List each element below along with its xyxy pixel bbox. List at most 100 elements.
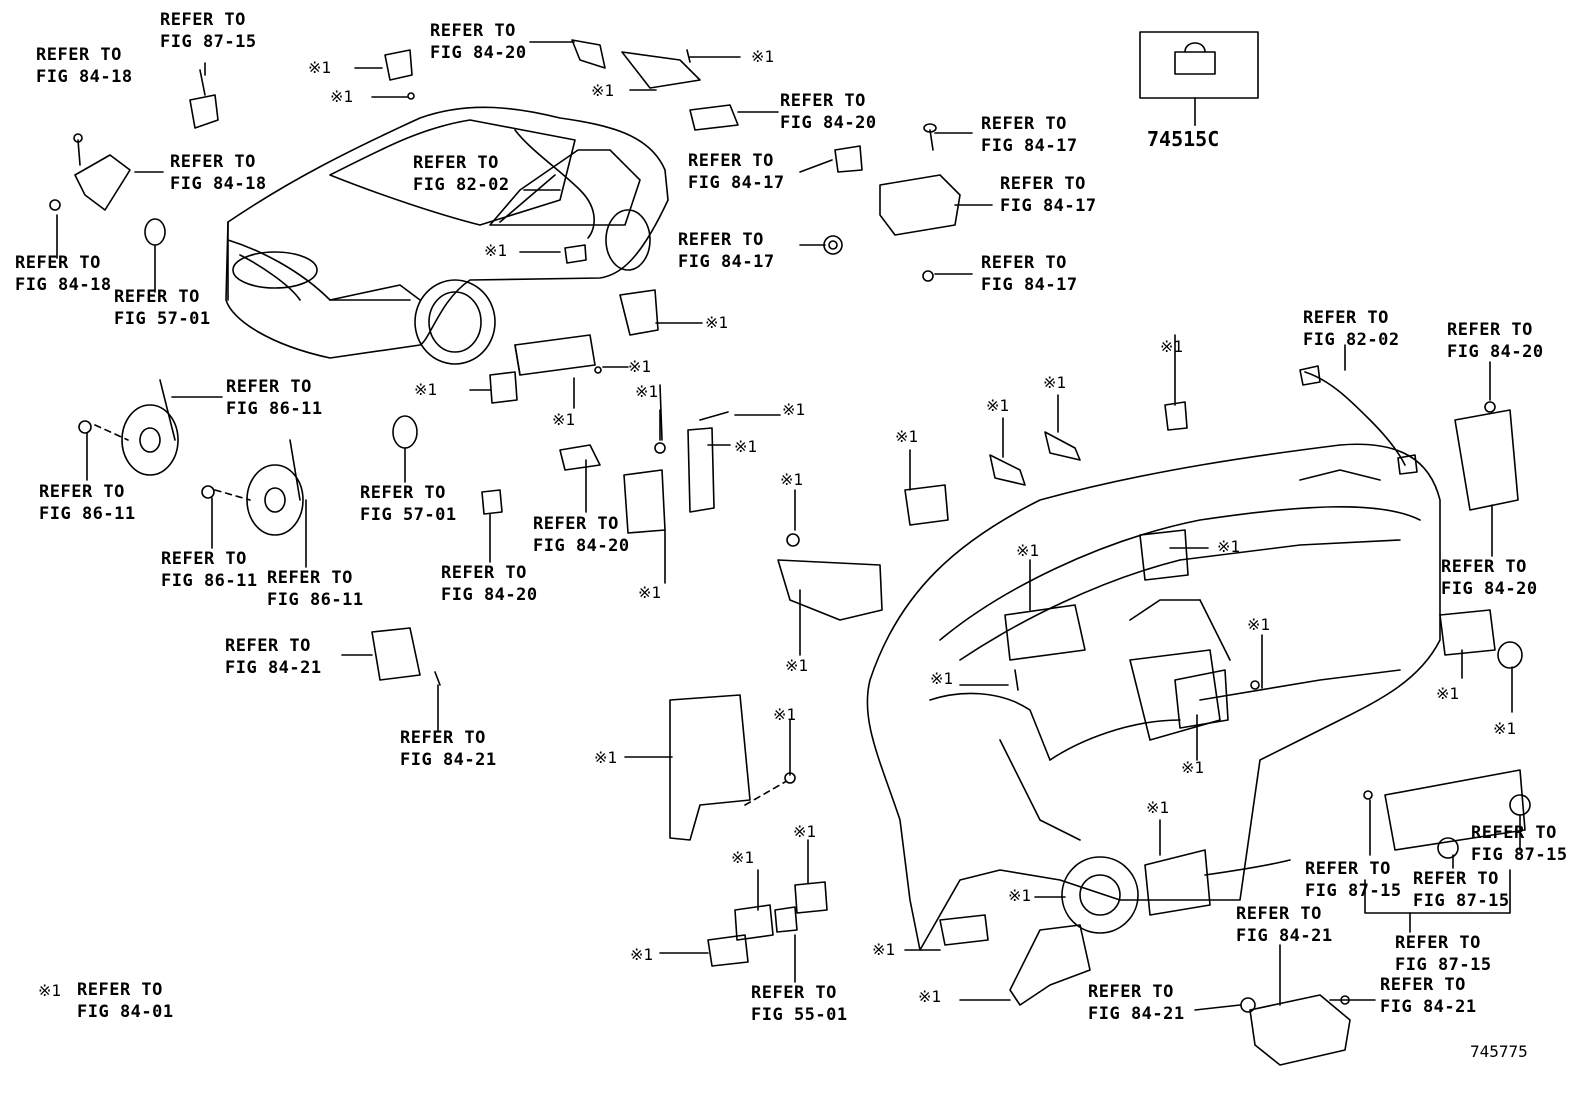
callout-heading: REFER TO	[1380, 975, 1466, 995]
callout-heading: REFER TO	[1395, 933, 1481, 953]
callout-figure: FIG 87-15	[1395, 955, 1492, 975]
note-mark: ※1	[930, 669, 954, 688]
callout-figure: FIG 86-11	[161, 571, 258, 591]
note-mark: ※1	[734, 437, 758, 456]
legend-line2: FIG 84-01	[77, 1002, 174, 1022]
note-mark: ※1	[785, 656, 809, 675]
note-mark: ※1	[1160, 337, 1184, 356]
callout-heading: REFER TO	[400, 728, 486, 748]
callout-heading: REFER TO	[441, 563, 527, 583]
callout-figure: FIG 84-21	[1380, 997, 1477, 1017]
note-mark: ※1	[793, 822, 817, 841]
callout-figure: FIG 84-21	[1236, 926, 1333, 946]
callout-figure: FIG 84-21	[1088, 1004, 1185, 1024]
callout-heading: REFER TO	[1305, 859, 1391, 879]
legend-mark: ※1	[38, 981, 62, 1000]
note-mark: ※1	[872, 940, 896, 959]
callout-heading: REFER TO	[413, 153, 499, 173]
callout-figure: FIG 84-18	[36, 67, 133, 87]
callout-figure: FIG 87-15	[1305, 881, 1402, 901]
callout-figure: FIG 86-11	[39, 504, 136, 524]
note-mark: ※1	[308, 58, 332, 77]
callout-heading: REFER TO	[114, 287, 200, 307]
callout-heading: REFER TO	[1413, 869, 1499, 889]
callout-figure: FIG 84-21	[225, 658, 322, 678]
callout-figure: FIG 86-11	[226, 399, 323, 419]
callout-figure: FIG 84-20	[1447, 342, 1544, 362]
callout-heading: REFER TO	[981, 114, 1067, 134]
note-mark: ※1	[1436, 684, 1460, 703]
callout-figure: FIG 57-01	[360, 505, 457, 525]
callout-figure: FIG 84-17	[688, 173, 785, 193]
callout-figure: FIG 86-11	[267, 590, 364, 610]
callout-heading: REFER TO	[1000, 174, 1086, 194]
note-mark: ※1	[986, 396, 1010, 415]
note-mark: ※1	[330, 87, 354, 106]
callout-heading: REFER TO	[15, 253, 101, 273]
note-mark: ※1	[484, 241, 508, 260]
callout-figure: FIG 84-17	[678, 252, 775, 272]
note-mark: ※1	[773, 705, 797, 724]
note-mark: ※1	[1146, 798, 1170, 817]
callout-figure: FIG 87-15	[1471, 845, 1568, 865]
callout-heading: REFER TO	[430, 21, 516, 41]
callout-heading: REFER TO	[160, 10, 246, 30]
note-mark: ※1	[751, 47, 775, 66]
note-mark: ※1	[630, 945, 654, 964]
leader-lines	[56, 41, 1521, 1011]
note-mark: ※1	[594, 748, 618, 767]
callout-figure: FIG 84-18	[170, 174, 267, 194]
note-mark: ※1	[635, 382, 659, 401]
callout-figure: FIG 55-01	[751, 1005, 848, 1025]
note-mark: ※1	[731, 848, 755, 867]
callout-heading: REFER TO	[36, 45, 122, 65]
callout-heading: REFER TO	[981, 253, 1067, 273]
callout-heading: REFER TO	[751, 983, 837, 1003]
callout-heading: REFER TO	[688, 151, 774, 171]
note-mark: ※1	[591, 81, 615, 100]
note-mark: ※1	[1493, 719, 1517, 738]
callout-figure: FIG 84-20	[430, 43, 527, 63]
note-mark: ※1	[1008, 886, 1032, 905]
callout-heading: REFER TO	[226, 377, 312, 397]
callout-heading: REFER TO	[267, 568, 353, 588]
callout-heading: REFER TO	[161, 549, 247, 569]
callout-figure: FIG 57-01	[114, 309, 211, 329]
callout-heading: REFER TO	[1441, 557, 1527, 577]
callout-heading: REFER TO	[225, 636, 311, 656]
callout-heading: REFER TO	[39, 482, 125, 502]
figure-id: 745775	[1470, 1042, 1528, 1061]
callout-figure: FIG 82-02	[1303, 330, 1400, 350]
vehicle-illustration	[225, 106, 669, 365]
note-mark: ※1	[1043, 373, 1067, 392]
legend-line1: REFER TO	[77, 980, 163, 1000]
note-mark: ※1	[895, 427, 919, 446]
callout-figure: FIG 87-15	[160, 32, 257, 52]
callout-figure: FIG 84-20	[780, 113, 877, 133]
callout-heading: REFER TO	[170, 152, 256, 172]
callout-figure: FIG 84-17	[1000, 196, 1097, 216]
